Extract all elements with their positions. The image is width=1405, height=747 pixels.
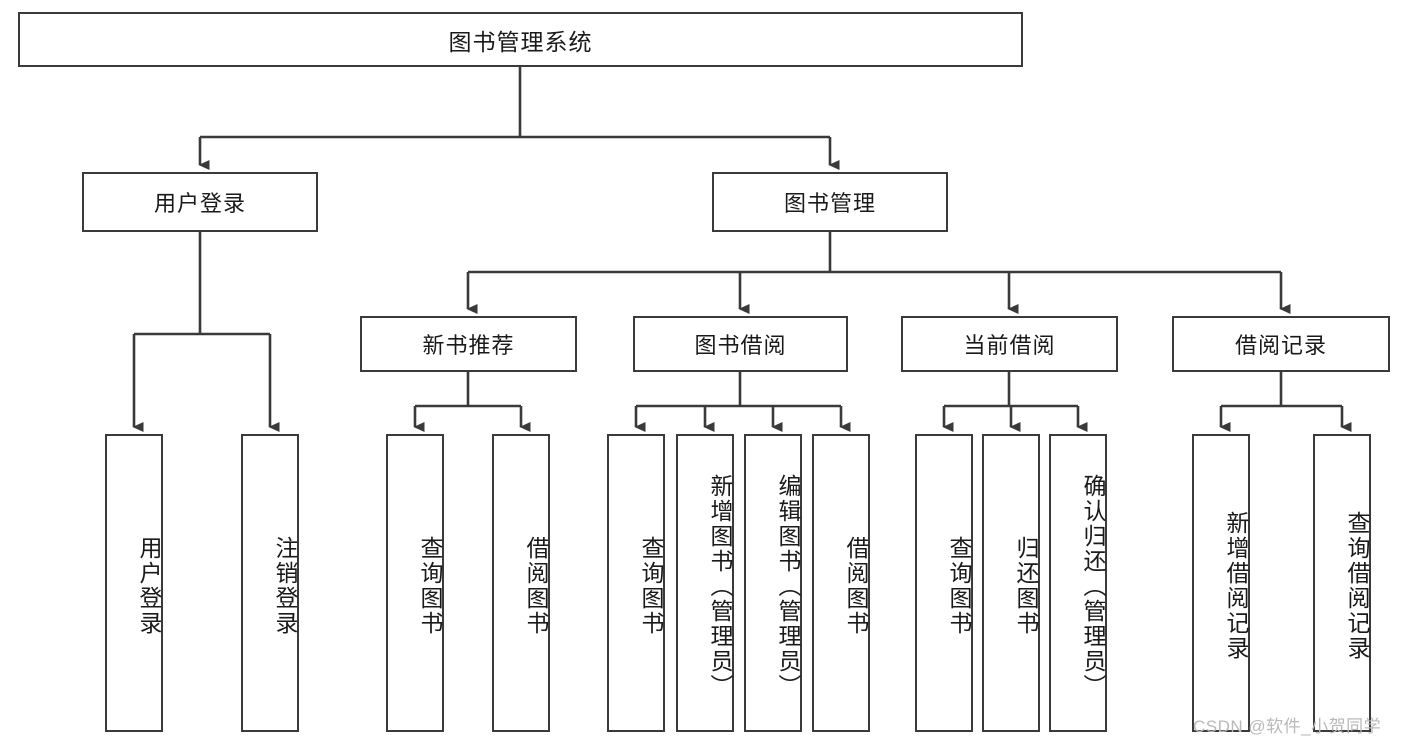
- node-label: 图书管理系统: [448, 28, 593, 55]
- leaf-new-book-query[interactable]: 查询图书: [386, 434, 444, 732]
- node-label: 归还图书: [1013, 536, 1039, 636]
- node-label: 注销登录: [272, 536, 298, 636]
- leaf-new-book-borrow[interactable]: 借阅图书: [492, 434, 550, 732]
- node-label: 图书管理: [783, 191, 876, 216]
- node-current-borrow[interactable]: 当前借阅: [901, 316, 1118, 372]
- node-label: 新书推荐: [422, 333, 515, 358]
- node-label: 查询图书: [638, 536, 664, 636]
- node-label: 查询借阅记录: [1344, 511, 1370, 661]
- leaf-borrow-add-book-admin[interactable]: 新增图书（管理员）: [676, 434, 734, 732]
- node-label: 确认归还（管理员）: [1080, 473, 1106, 699]
- node-label: 用户登录: [136, 536, 162, 636]
- leaf-current-return-book[interactable]: 归还图书: [982, 434, 1040, 732]
- node-label: 新增图书（管理员）: [707, 473, 733, 699]
- node-label: 编辑图书（管理员）: [775, 473, 801, 699]
- leaf-borrow-query-book[interactable]: 查询图书: [607, 434, 665, 732]
- leaf-current-query-book[interactable]: 查询图书: [915, 434, 973, 732]
- node-user-login[interactable]: 用户登录: [82, 172, 318, 232]
- node-book-borrow[interactable]: 图书借阅: [633, 316, 848, 372]
- leaf-records-add-record[interactable]: 新增借阅记录: [1192, 434, 1250, 732]
- node-label: 借阅记录: [1234, 333, 1327, 358]
- leaf-borrow-borrow-book[interactable]: 借阅图书: [812, 434, 870, 732]
- node-label: 查询图书: [946, 536, 972, 636]
- node-label: 借阅图书: [843, 536, 869, 636]
- node-label: 图书借阅: [694, 333, 787, 358]
- node-new-book-recommend[interactable]: 新书推荐: [360, 316, 577, 372]
- node-label: 查询图书: [417, 536, 443, 636]
- leaf-user-login-signin[interactable]: 用户登录: [105, 434, 163, 732]
- watermark: CSDN @软件_小贺同学: [1193, 717, 1382, 736]
- node-label: 用户登录: [153, 191, 246, 216]
- node-label: 新增借阅记录: [1223, 511, 1249, 661]
- node-label: 借阅图书: [523, 536, 549, 636]
- node-borrow-records[interactable]: 借阅记录: [1172, 316, 1390, 372]
- leaf-user-login-signout[interactable]: 注销登录: [241, 434, 299, 732]
- node-root-system[interactable]: 图书管理系统: [18, 12, 1023, 67]
- leaf-current-confirm-return-admin[interactable]: 确认归还（管理员）: [1049, 434, 1107, 732]
- node-label: 当前借阅: [963, 333, 1056, 358]
- node-book-management[interactable]: 图书管理: [712, 172, 948, 232]
- leaf-records-query-record[interactable]: 查询借阅记录: [1313, 434, 1371, 732]
- leaf-borrow-edit-book-admin[interactable]: 编辑图书（管理员）: [744, 434, 802, 732]
